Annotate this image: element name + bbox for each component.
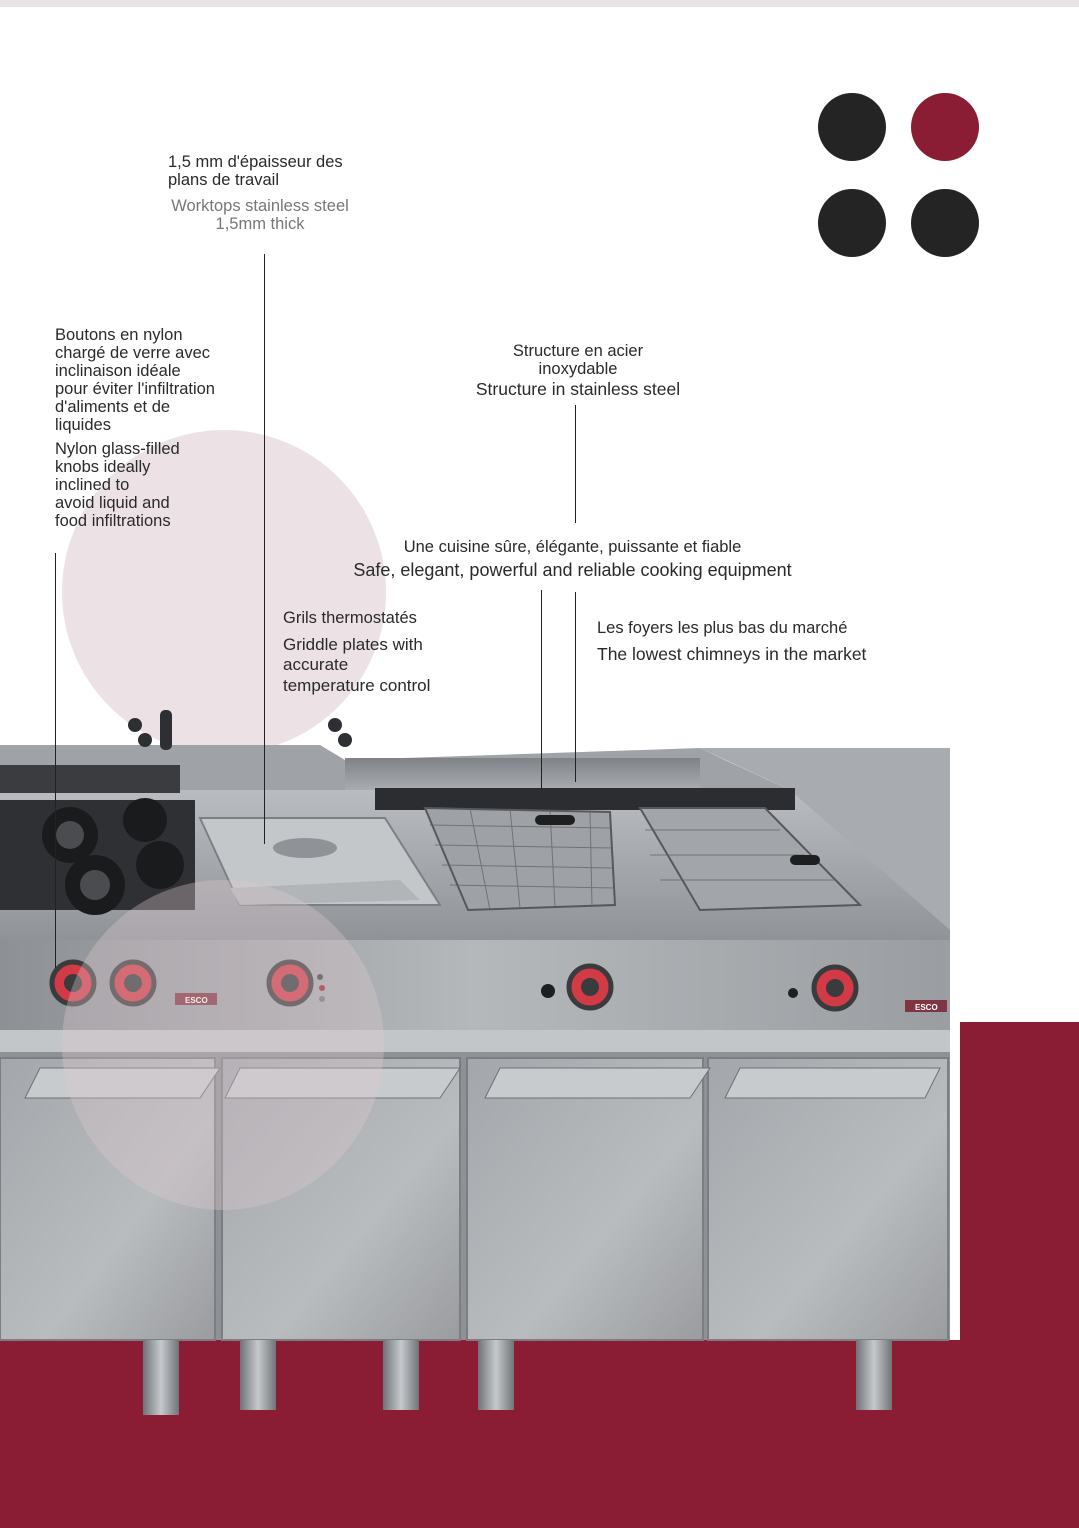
brand-logo-left: ESCO xyxy=(185,996,208,1005)
pink-circle xyxy=(62,430,386,754)
brand-logo-right: ESCO xyxy=(915,1003,938,1012)
worktop-en-line2: 1,5mm thick xyxy=(215,215,305,233)
griddle-en-line3: temperature control xyxy=(283,675,431,695)
worktop-fr-line1: 1,5 mm d'épaisseur des xyxy=(168,153,343,171)
kitchen-fr: Une cuisine sûre, élégante, puissante et… xyxy=(403,538,742,556)
pink-circle-overlay xyxy=(62,880,384,1210)
knobs-fr-line6: liquides xyxy=(55,416,111,434)
griddle-fr: Grils thermostatés xyxy=(283,609,417,627)
knobs-en-line5: food infiltrations xyxy=(55,512,171,530)
worktop-en-line1: Worktops stainless steel xyxy=(171,197,349,215)
knobs-label: Boutons en nylon chargé de verre avec in… xyxy=(55,326,275,530)
red-block-bottom xyxy=(0,1340,1079,1528)
chimneys-label: Les foyers les plus bas du marché The lo… xyxy=(597,619,917,663)
chimneys-en: The lowest chimneys in the market xyxy=(597,644,867,664)
knobs-en-line3: inclined to xyxy=(55,476,130,494)
chimneys-callout-line xyxy=(575,592,576,782)
griddle-callout-line xyxy=(541,590,542,790)
structure-label: Structure en acier inoxydable Structure … xyxy=(440,342,716,398)
dot-top-right xyxy=(911,93,979,161)
knobs-en-line2: knobs ideally xyxy=(55,458,151,476)
knobs-fr-line4: pour éviter l'infiltration xyxy=(55,380,215,398)
structure-en: Structure in stainless steel xyxy=(475,379,681,399)
knobs-fr-line1: Boutons en nylon xyxy=(55,326,183,344)
knobs-fr-line2: chargé de verre avec xyxy=(55,344,211,362)
knobs-callout-line xyxy=(55,553,56,968)
griddle-en-line2: accurate xyxy=(283,655,349,674)
worktop-fr-line2: plans de travail xyxy=(168,171,279,189)
knob-group xyxy=(49,959,859,1012)
griddle-label: Grils thermostatés Griddle plates with a… xyxy=(283,608,523,696)
griddle-en-line1: Griddle plates with xyxy=(283,634,423,654)
structure-fr-line2: inoxydable xyxy=(538,360,618,378)
chimneys-fr: Les foyers les plus bas du marché xyxy=(597,619,848,637)
structure-fr-line1: Structure en acier xyxy=(512,342,644,360)
dot-bottom-left xyxy=(818,189,886,257)
dot-top-left xyxy=(818,93,886,161)
kitchen-label: Une cuisine sûre, élégante, puissante et… xyxy=(320,538,825,579)
top-edge-bar xyxy=(0,0,1079,7)
worktop-label: 1,5 mm d'épaisseur des plans de travail xyxy=(168,153,398,195)
knobs-fr-line3: inclinaison idéale xyxy=(55,362,181,380)
knobs-en-line1: Nylon glass-filled xyxy=(55,440,180,458)
knobs-fr-line5: d'aliments et de xyxy=(55,398,171,416)
dot-bottom-right xyxy=(911,189,979,257)
structure-callout-line xyxy=(575,405,576,523)
knobs-en-line4: avoid liquid and xyxy=(55,494,170,512)
worktop-en-label: Worktops stainless steel 1,5mm thick xyxy=(150,197,370,233)
worktop-callout-line xyxy=(264,254,265,844)
kitchen-en: Safe, elegant, powerful and reliable coo… xyxy=(353,560,792,580)
